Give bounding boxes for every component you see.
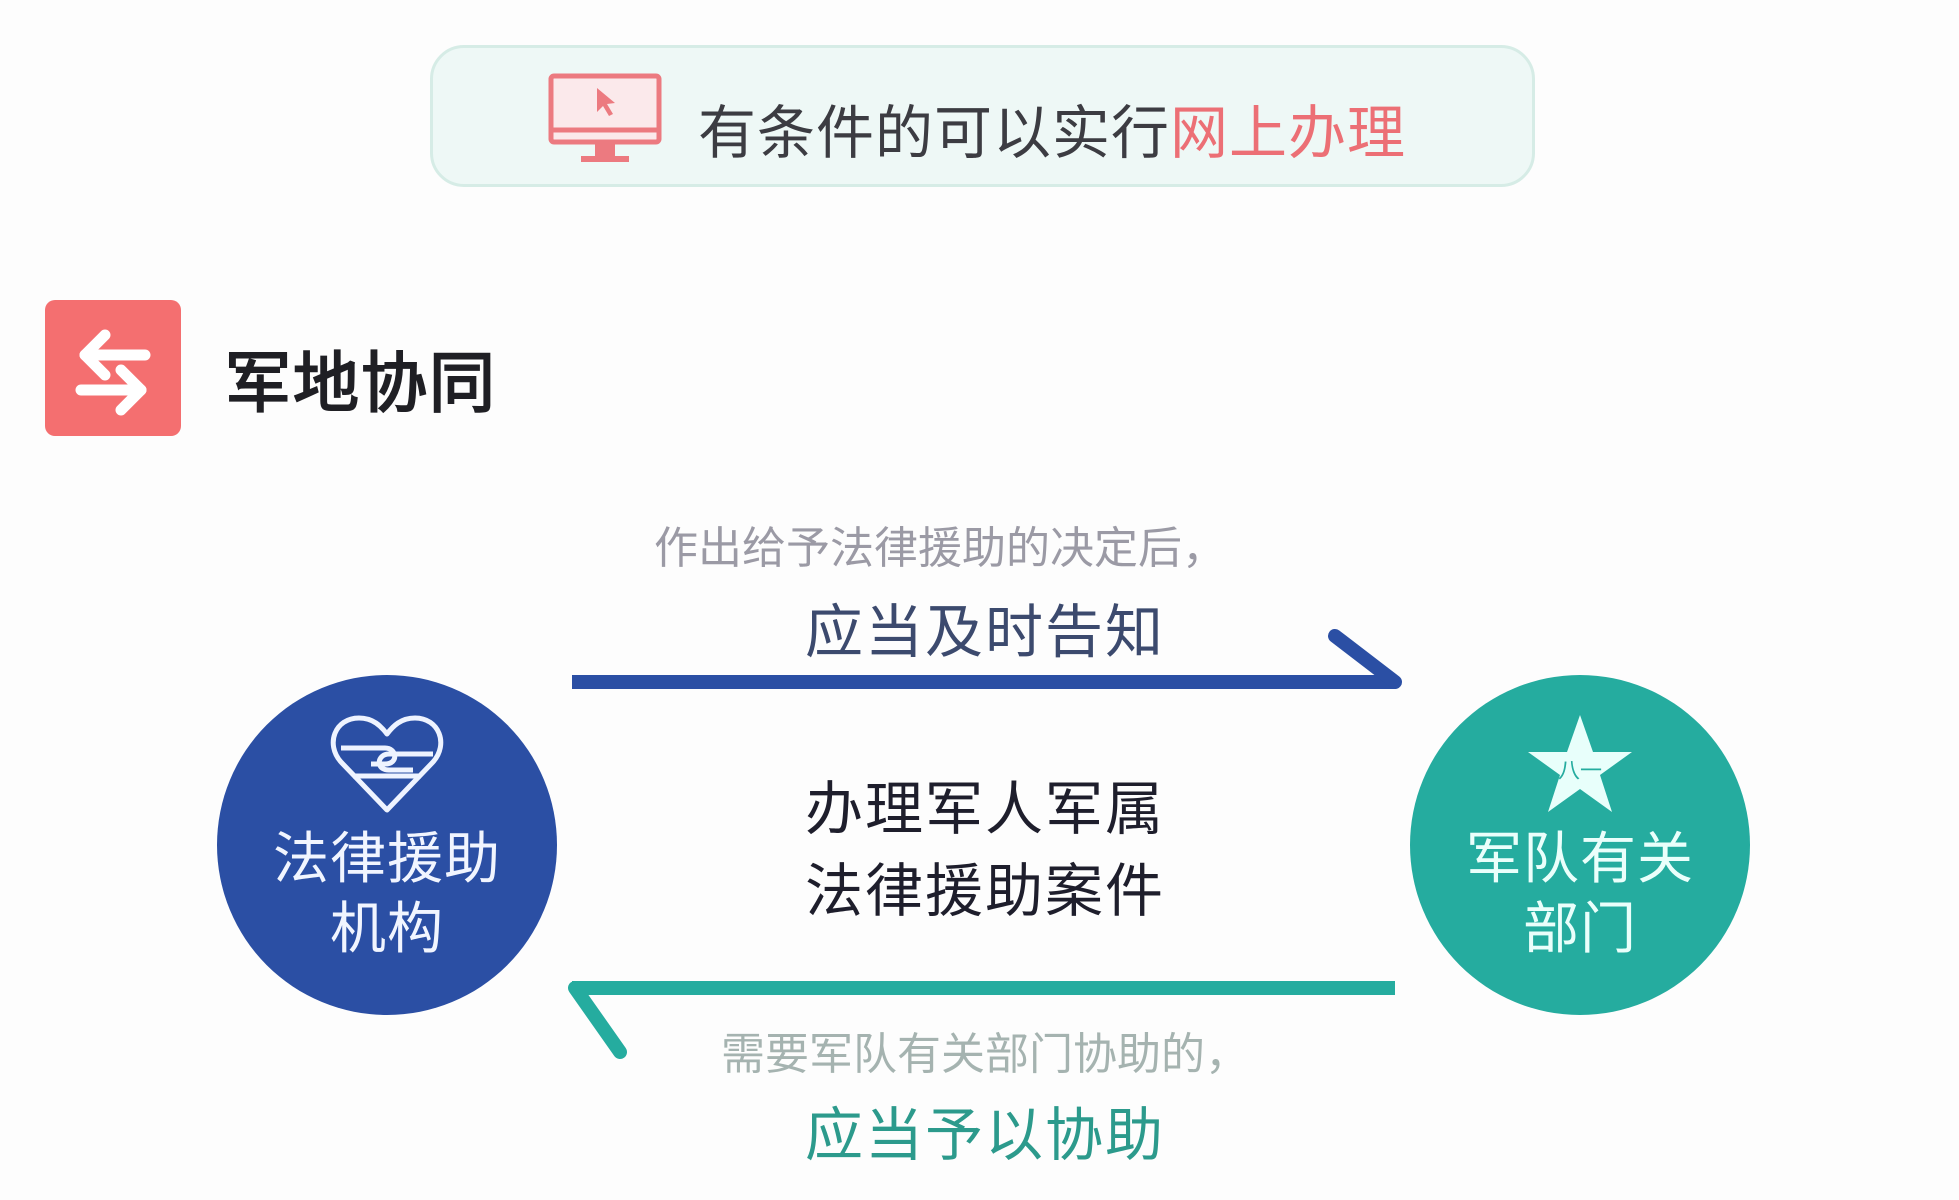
legal-aid-agency-label: 法律援助 机构: [273, 827, 501, 962]
banner-text: 有条件的可以实行网上办理: [698, 99, 1407, 167]
middle-caption: 办理军人军属 法律援助案件: [760, 768, 1210, 932]
bottom-flow-caption-big: 应当予以协助: [804, 1101, 1165, 1169]
middle-caption-line2: 法律援助案件: [804, 857, 1165, 925]
arrow-right-icon: [572, 629, 1402, 689]
online-processing-banner: 有条件的可以实行网上办理: [430, 45, 1535, 187]
military-department-label: 军队有关 部门: [1466, 827, 1694, 962]
arrow-left-icon: [568, 981, 1395, 1059]
banner-highlight: 网上办理: [1170, 99, 1407, 167]
swap-arrows-icon: [45, 300, 181, 436]
middle-caption-line1: 办理军人军属: [804, 775, 1165, 843]
bottom-flow-caption-small: 需要军队有关部门协助的，: [721, 1029, 1249, 1080]
section-title: 军地协同: [225, 345, 497, 422]
military-department-node: 八一 军队有关 部门: [1410, 675, 1750, 1015]
military-star-icon: 八一: [1528, 715, 1632, 812]
svg-text:八一: 八一: [1558, 759, 1602, 784]
heart-handshake-icon: [330, 715, 444, 813]
top-flow-caption-big: 应当及时告知: [804, 598, 1165, 666]
monitor-cursor-icon: [548, 73, 662, 162]
top-flow-caption-small: 作出给予法律援助的决定后，: [654, 523, 1226, 574]
legal-aid-agency-node: 法律援助 机构: [217, 675, 557, 1015]
